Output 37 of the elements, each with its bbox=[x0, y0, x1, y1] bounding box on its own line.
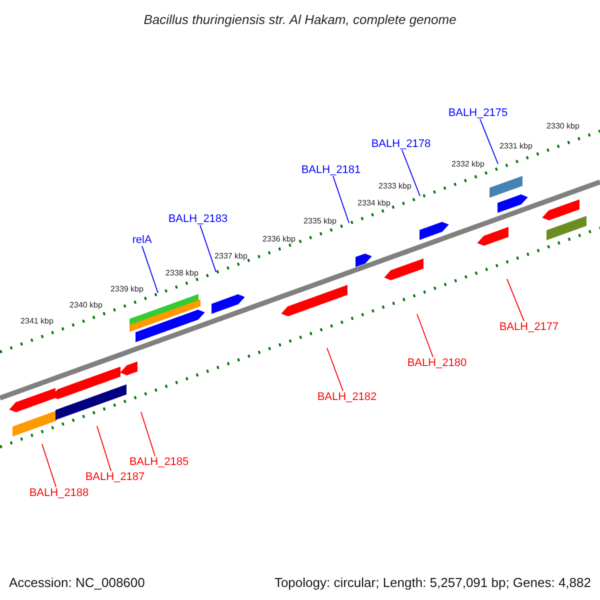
leader-line bbox=[96, 426, 112, 472]
gene-label: BALH_2180 bbox=[407, 357, 467, 369]
leader-line bbox=[416, 314, 434, 358]
scale-label: 2332 kbp bbox=[452, 160, 484, 168]
gene-label: BALH_2183 bbox=[168, 213, 228, 225]
scale-label: 2330 kbp bbox=[546, 122, 580, 130]
leader-line bbox=[480, 118, 498, 164]
scale-label: 2331 kbp bbox=[500, 142, 532, 150]
footer-text: Accession: NC_008600 bbox=[9, 574, 145, 592]
leader-line bbox=[332, 176, 350, 224]
scale-label: 2335 kbp bbox=[304, 216, 336, 226]
scale-label: 2333 kbp bbox=[378, 182, 412, 190]
scale-label: 2334 kbp bbox=[358, 198, 390, 208]
scale-label: 2340 kbp bbox=[70, 300, 102, 310]
scale-label: 2341 kbp bbox=[20, 316, 54, 326]
gene-label: BALH_2175 bbox=[448, 107, 508, 119]
leader-line bbox=[142, 246, 158, 294]
footer-text: Topology: circular; Length: 5,257,091 bp; Genes: 4,882 bbox=[274, 574, 591, 592]
gene-label: BALH_2187 bbox=[85, 471, 145, 483]
scale-label: 2336 kbp bbox=[262, 234, 296, 244]
leader-line bbox=[402, 150, 420, 196]
gene-label: BALH_2177 bbox=[499, 321, 559, 333]
gene-label: relA bbox=[132, 234, 152, 246]
title: Bacillus thuringiensis str. Al Hakam, complete genome bbox=[142, 11, 458, 29]
leader-line bbox=[200, 224, 216, 272]
gene-label: BALH_2188 bbox=[29, 487, 89, 499]
scale-label: 2337 kbp bbox=[214, 252, 248, 260]
leader-line bbox=[506, 278, 524, 322]
gene-label: BALH_2185 bbox=[129, 456, 189, 468]
gene-label: BALH_2178 bbox=[371, 138, 431, 150]
gene-label: BALH_2182 bbox=[317, 391, 377, 403]
leader-line bbox=[326, 348, 344, 392]
scale-label: 2338 kbp bbox=[166, 268, 198, 278]
leader-line bbox=[140, 412, 156, 456]
gene-label: BALH_2181 bbox=[301, 164, 361, 176]
scale-label: 2339 kbp bbox=[110, 284, 144, 294]
leader-line bbox=[42, 444, 56, 488]
